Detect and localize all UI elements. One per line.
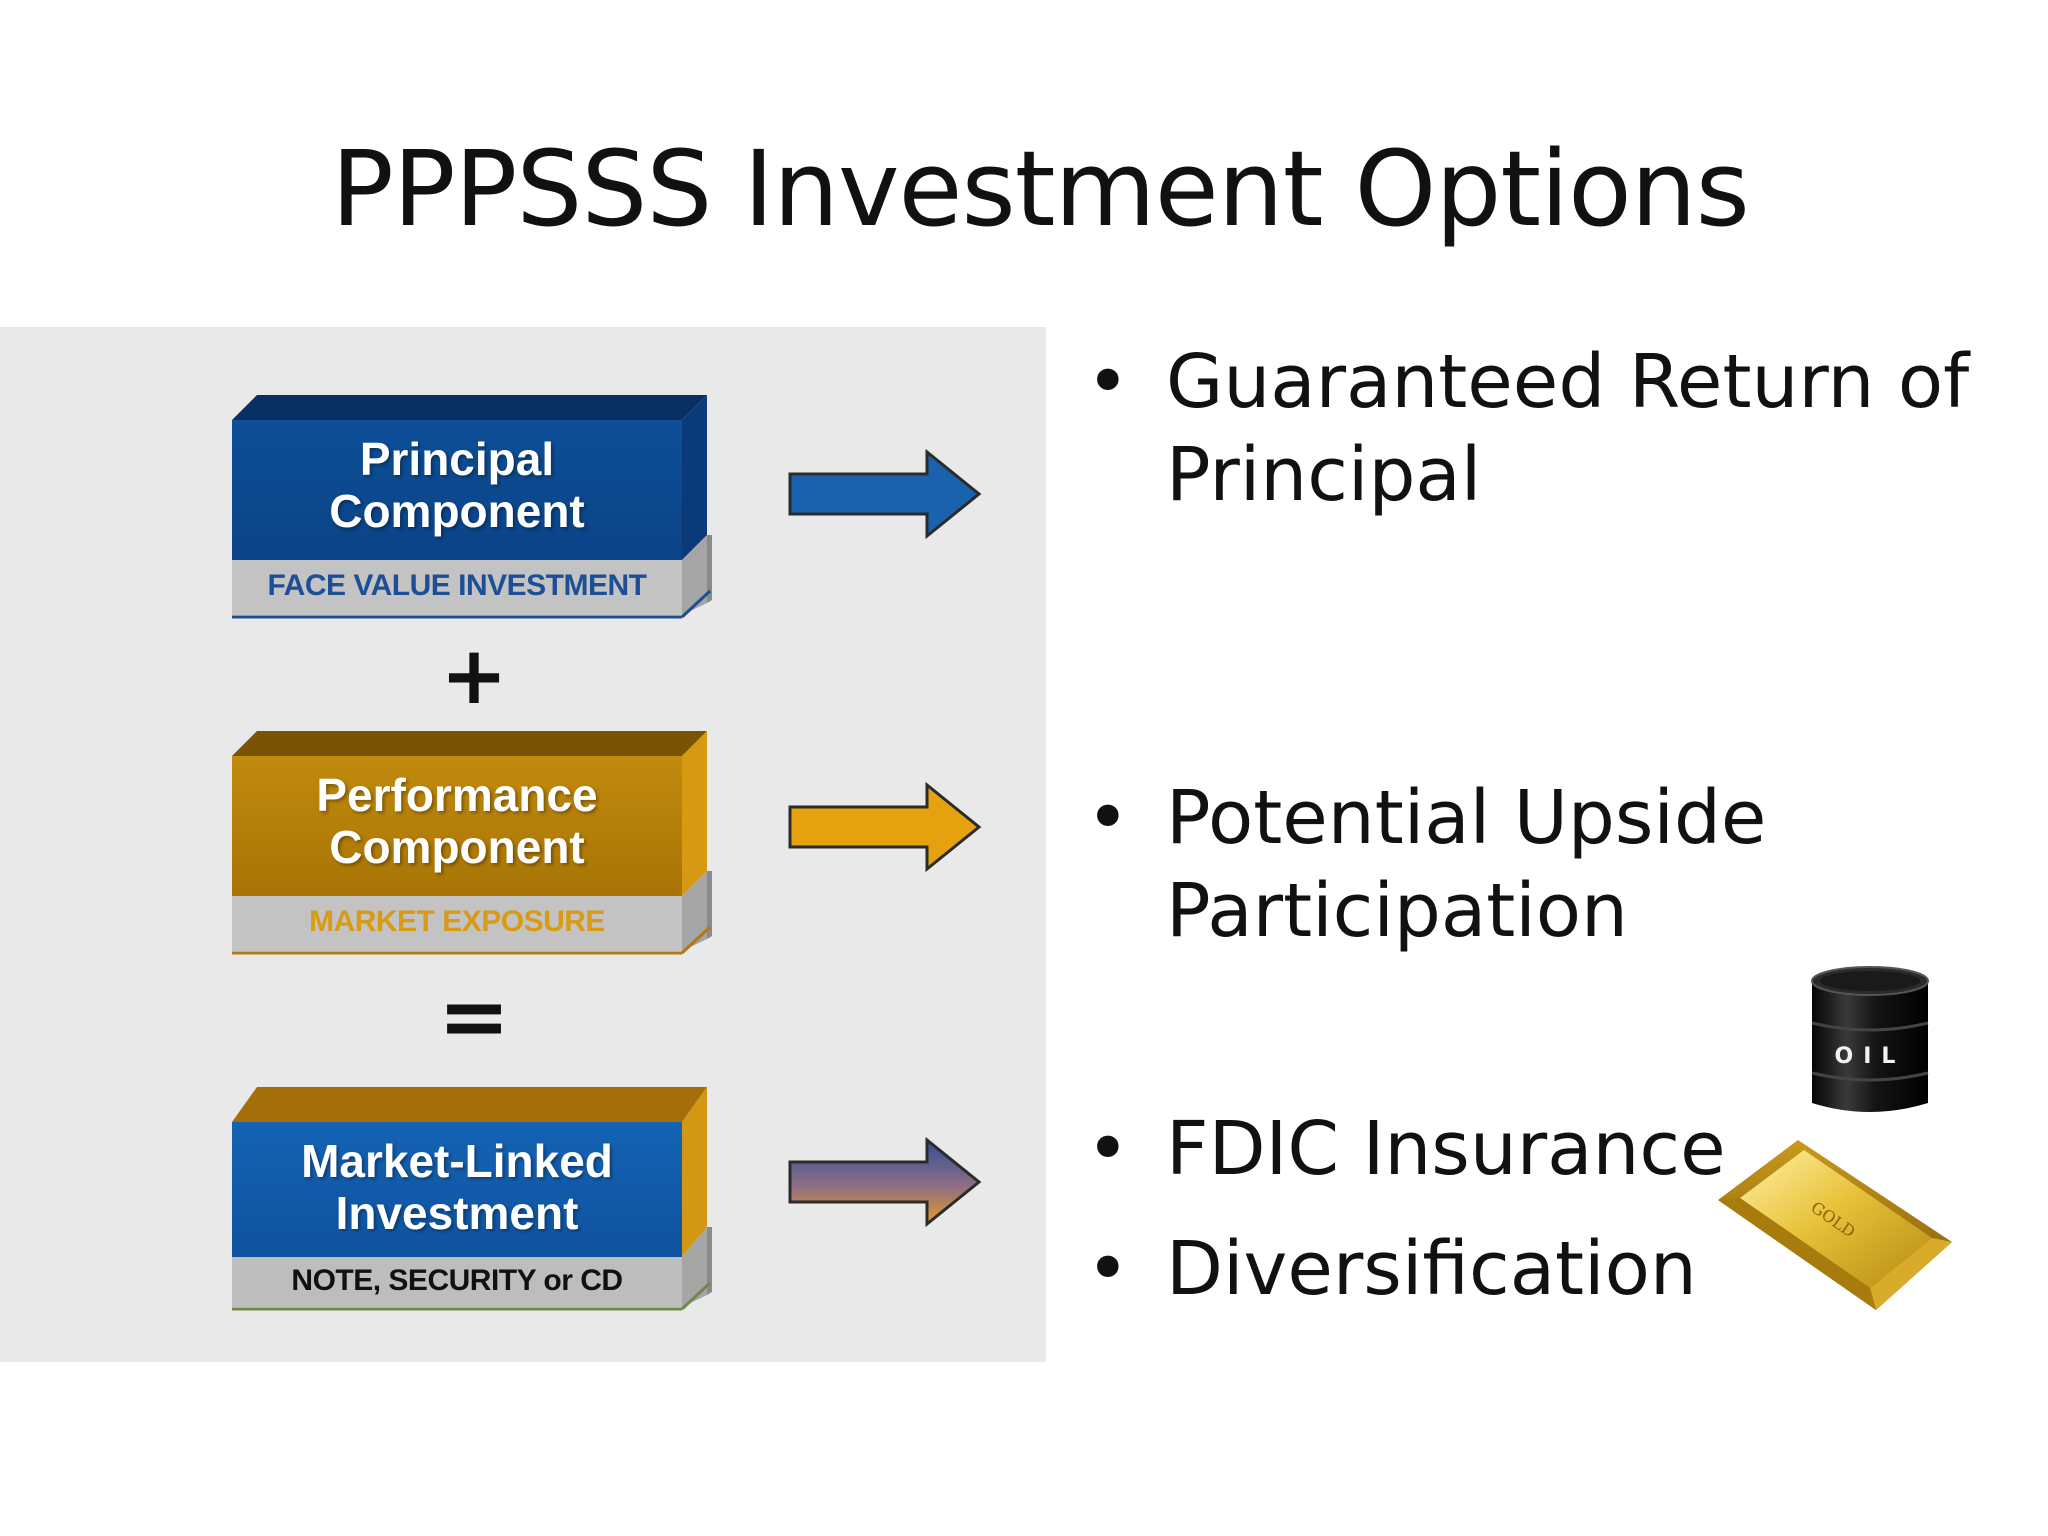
bullet-item-diversification: • Diversification xyxy=(1080,1223,1980,1316)
principal-block-shape xyxy=(232,395,712,619)
plus-operator: + xyxy=(440,629,508,722)
blue-arrow-icon xyxy=(788,449,982,539)
gold-arrow-icon xyxy=(788,782,982,872)
principal-title-line1: Principal xyxy=(359,433,555,485)
principal-sublabel: FACE VALUE INVESTMENT xyxy=(267,569,647,602)
market-linked-investment-block: Market-Linked Investment NOTE, SECURITY … xyxy=(232,1087,712,1312)
market-linked-sublabel: NOTE, SECURITY or CD xyxy=(291,1264,623,1297)
bullet-item-upside-participation: • Potential Upside Participation xyxy=(1080,772,1980,958)
bullet-item-guaranteed-return: • Guaranteed Return of Principal xyxy=(1080,336,1980,522)
performance-component-block: Performance Component MARKET EXPOSURE xyxy=(232,731,712,956)
bullet-dot-icon: • xyxy=(1086,775,1130,861)
gold-bar-icon: GOLD xyxy=(1718,1140,1952,1310)
principal-component-title: Principal Component xyxy=(232,433,682,537)
performance-component-title: Performance Component xyxy=(232,769,682,873)
performance-title-line1: Performance xyxy=(316,769,598,821)
principal-component-block: Principal Component FACE VALUE INVESTMEN… xyxy=(232,395,712,620)
barrel-label: OIL xyxy=(1835,1044,1906,1069)
bullet-text-line1: FDIC Insurance xyxy=(1166,1106,1726,1192)
bullet-dot-icon: • xyxy=(1086,339,1130,425)
bullet-text-line2: Principal xyxy=(1166,432,1482,518)
gradient-arrow-icon xyxy=(788,1137,982,1227)
market-linked-block-shape xyxy=(232,1087,712,1311)
performance-title-line2: Component xyxy=(329,821,585,873)
bullet-text-line1: Potential Upside xyxy=(1166,775,1767,861)
market-linked-title-line2: Investment xyxy=(335,1187,579,1239)
performance-block-shape xyxy=(232,731,712,955)
market-linked-title: Market-Linked Investment xyxy=(232,1135,682,1239)
bullet-text-line1: Diversification xyxy=(1166,1226,1697,1312)
bullet-text-line2: Participation xyxy=(1166,868,1628,954)
slide-title: PPPSSS Investment Options xyxy=(331,128,1750,250)
bullet-item-fdic-insurance: • FDIC Insurance xyxy=(1080,1103,1980,1196)
bullet-text-line1: Guaranteed Return of xyxy=(1166,339,1970,425)
oil-barrel-icon: OIL xyxy=(1811,966,1929,1112)
bullet-dot-icon: • xyxy=(1086,1106,1130,1192)
equals-operator: = xyxy=(437,967,511,1067)
market-linked-title-line1: Market-Linked xyxy=(301,1135,613,1187)
performance-sublabel: MARKET EXPOSURE xyxy=(309,905,605,938)
diagram-panel: Principal Component FACE VALUE INVESTMEN… xyxy=(0,327,1046,1362)
bullet-dot-icon: • xyxy=(1086,1226,1130,1312)
principal-title-line2: Component xyxy=(329,485,585,537)
